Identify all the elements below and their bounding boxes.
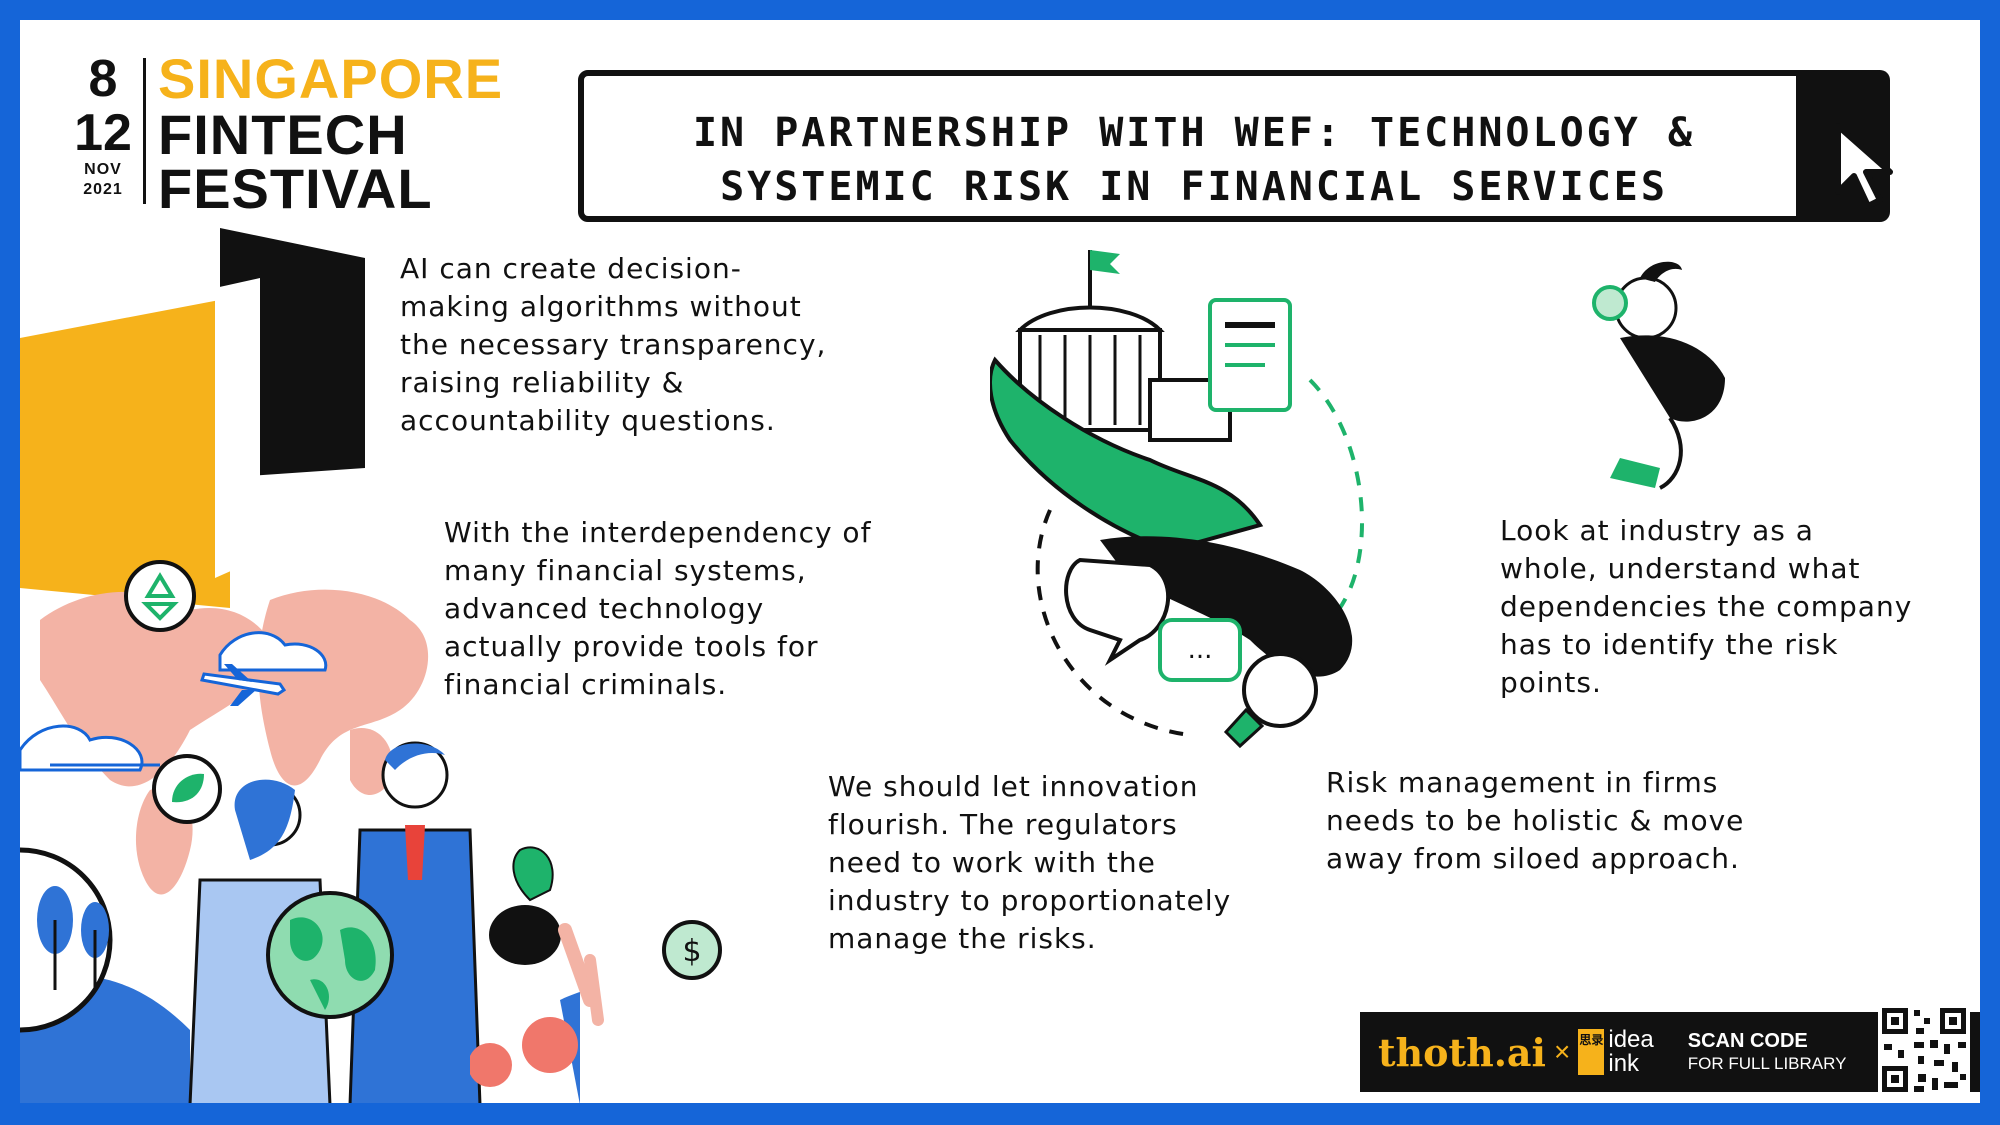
footer-brand-bar: thoth.ai × 思录 idea ink SCAN CODE FOR FUL… <box>1360 1012 1980 1092</box>
recycle-icon <box>124 560 196 632</box>
idea-ink-line-1: idea <box>1608 1026 1654 1053</box>
scan-code-label: SCAN CODE FOR FULL LIBRARY <box>1688 1029 1847 1075</box>
note-risk-management: Risk management in firms needs to be hol… <box>1326 766 1745 875</box>
title-line-1: IN PARTNERSHIP WITH WEF: TECHNOLOGY & <box>692 110 1696 156</box>
svg-text:$: $ <box>682 934 701 969</box>
note-industry-whole: Look at industry as a whole, understand … <box>1500 514 1913 699</box>
trees-icon <box>20 847 113 1033</box>
vegetables-illustration <box>470 846 604 1087</box>
dollar-icon: $ <box>662 920 722 980</box>
scan-code-line-2: FOR FULL LIBRARY <box>1687 1054 1847 1073</box>
idea-ink-cjk-logo: 思录 <box>1578 1029 1605 1075</box>
festival-logo: SINGAPORE FINTECH FESTIVAL <box>158 47 504 220</box>
logo-divider <box>143 58 146 204</box>
center-illustration: ... <box>990 250 1364 749</box>
title-banner: IN PARTNERSHIP WITH WEF: TECHNOLOGY & SY… <box>578 70 1884 222</box>
logo-line-festival: FESTIVAL <box>158 157 433 220</box>
date-year: 2021 <box>83 181 123 198</box>
magnifier-person-icon <box>1592 261 1725 490</box>
scan-code-line-1: SCAN CODE <box>1687 1030 1808 1052</box>
door-illustration <box>20 228 365 608</box>
date-start: 8 <box>88 50 118 108</box>
people-globe-illustration <box>188 741 482 1105</box>
thoth-ai-logo: thoth.ai <box>1378 1029 1546 1075</box>
logo-line-singapore: SINGAPORE <box>158 47 504 110</box>
world-map-illustration <box>20 589 580 1105</box>
date-month: NOV <box>84 161 122 178</box>
qr-code-icon[interactable] <box>1878 1004 1970 1096</box>
page-title: IN PARTNERSHIP WITH WEF: TECHNOLOGY & SY… <box>584 106 1804 214</box>
svg-text:...: ... <box>1188 635 1213 665</box>
logo-line-fintech: FINTECH <box>158 103 408 166</box>
leaf-icon <box>152 754 222 824</box>
cursor-icon <box>1835 123 1893 209</box>
title-line-2: SYSTEMIC RISK IN FINANCIAL SERVICES <box>720 164 1668 210</box>
idea-ink-logo: idea ink <box>1608 1028 1653 1076</box>
idea-ink-line-2: ink <box>1608 1050 1640 1077</box>
note-interdependency: With the interdependency of many financi… <box>444 516 872 701</box>
note-ai-transparency: AI can create decision- making algorithm… <box>400 252 827 437</box>
date-end: 12 <box>74 104 132 162</box>
note-innovation: We should let innovation flourish. The r… <box>828 770 1232 955</box>
times-symbol: × <box>1554 1036 1571 1067</box>
festival-date: 8 12 NOV 2021 <box>68 52 138 200</box>
airplane-icon <box>200 664 287 706</box>
